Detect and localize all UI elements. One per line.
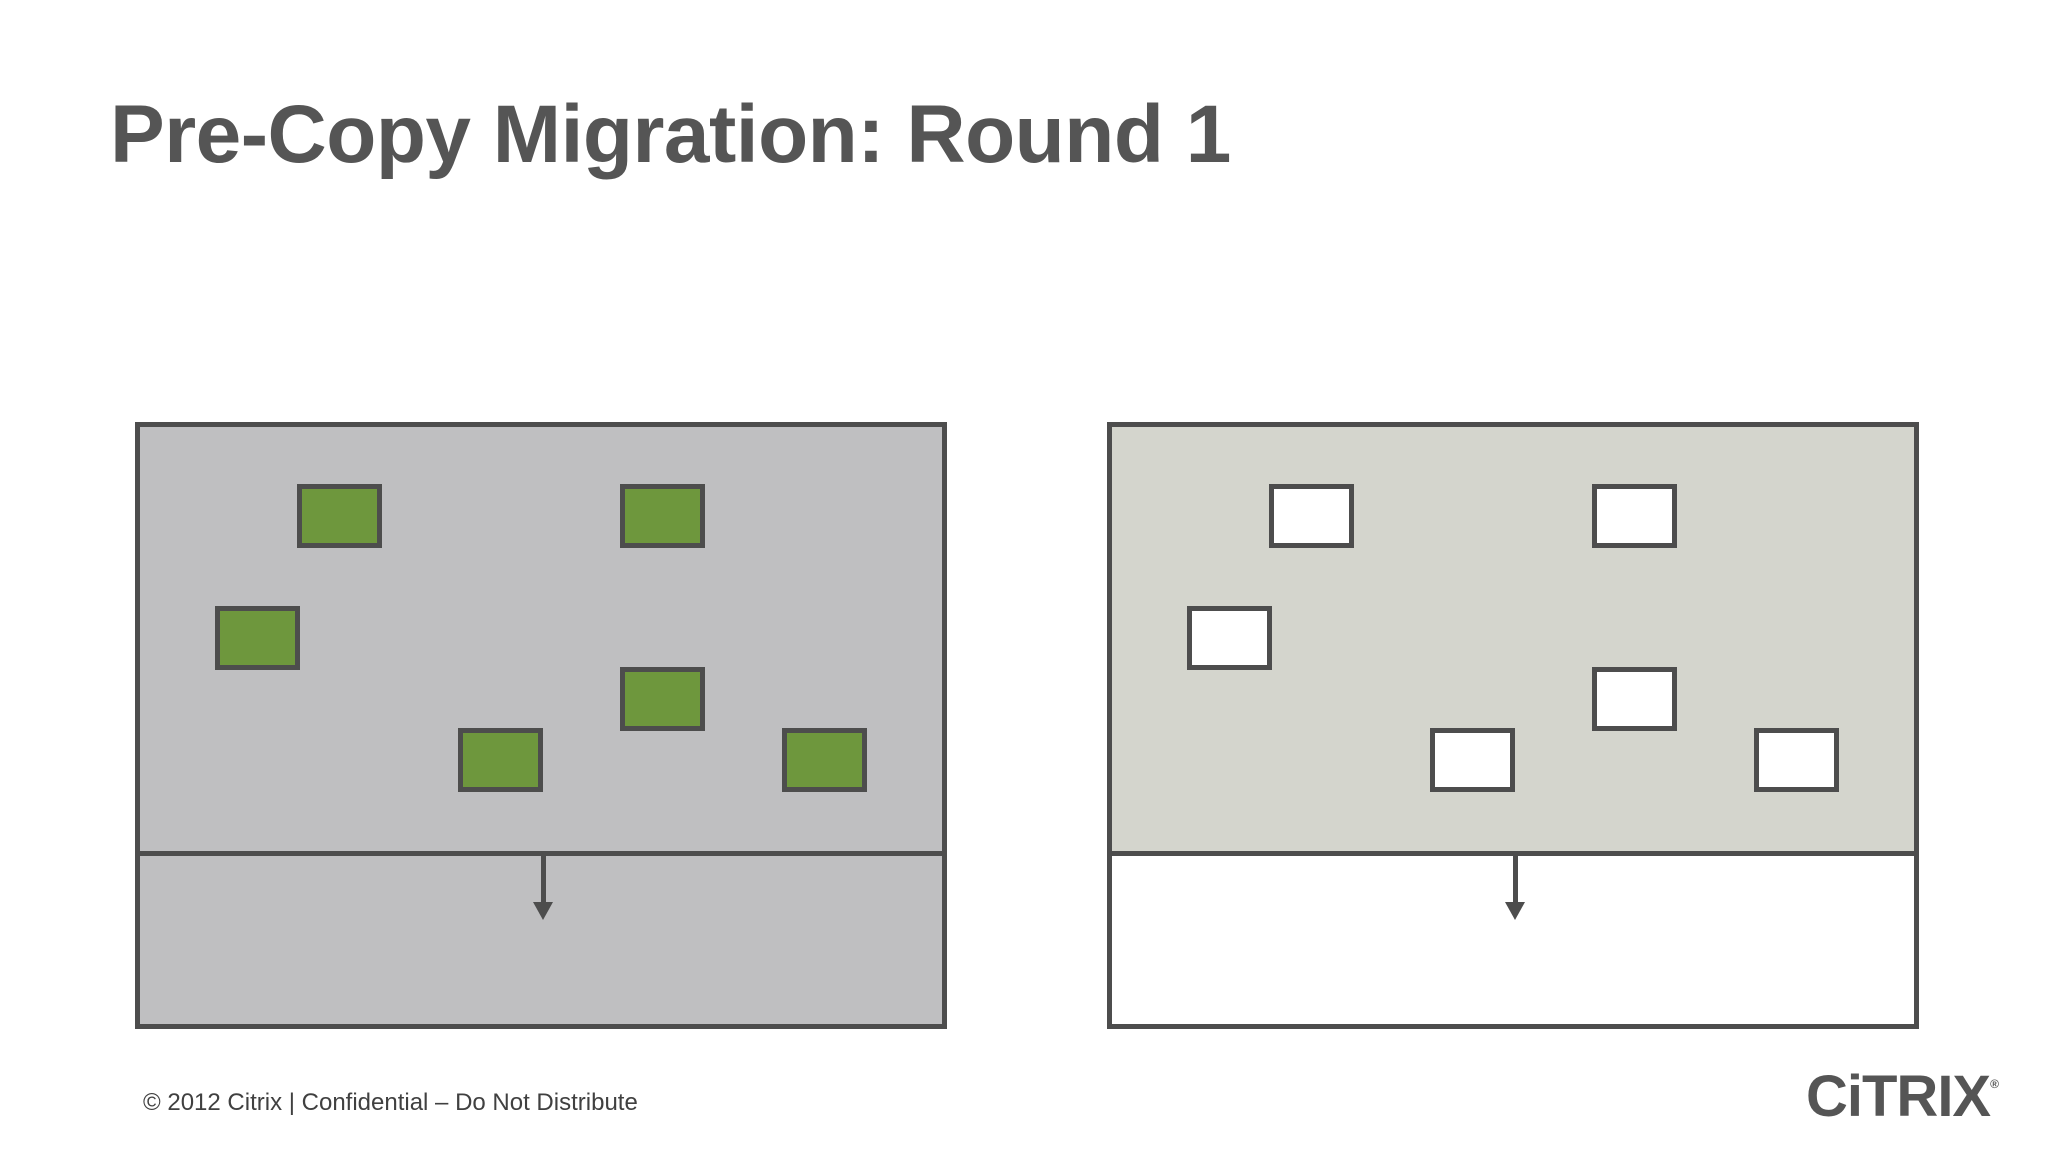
memory-page [620, 667, 705, 731]
footer-confidential: © 2012 Citrix | Confidential – Do Not Di… [143, 1089, 638, 1116]
memory-page [1592, 484, 1677, 548]
arrow-shaft [541, 856, 546, 904]
source-memory-area [140, 427, 942, 856]
arrow-down-icon [1505, 902, 1525, 920]
memory-page [297, 484, 382, 548]
memory-page [1187, 606, 1272, 670]
logo-text: CiTRIX [1806, 1064, 1991, 1129]
arrow-down-icon [533, 902, 553, 920]
source-host-panel [135, 422, 947, 1029]
memory-page [215, 606, 300, 670]
registered-mark: ® [1990, 1077, 1999, 1091]
arrow-shaft [1513, 856, 1518, 904]
memory-page [1592, 667, 1677, 731]
source-lower-area [140, 856, 942, 1024]
citrix-logo: CiTRIX® [1806, 1063, 1999, 1130]
page-title: Pre-Copy Migration: Round 1 [110, 89, 1231, 180]
memory-page [620, 484, 705, 548]
destination-lower-area [1112, 856, 1914, 1024]
memory-page [782, 728, 867, 792]
memory-page [458, 728, 543, 792]
memory-page [1269, 484, 1354, 548]
destination-memory-area [1112, 427, 1914, 856]
destination-host-panel [1107, 422, 1919, 1029]
memory-page [1430, 728, 1515, 792]
memory-page [1754, 728, 1839, 792]
